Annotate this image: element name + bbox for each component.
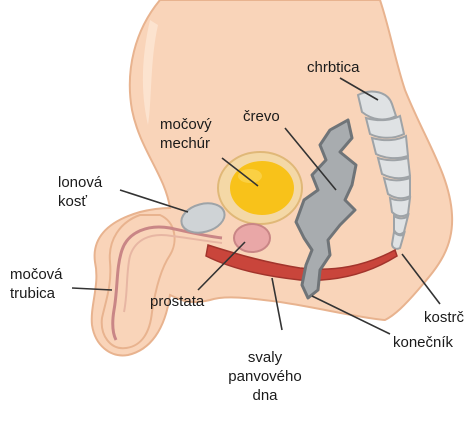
label-mocova-trubica-1: močová: [10, 266, 63, 283]
bladder: [230, 161, 294, 215]
label-lonova-kost-2: kosť: [58, 193, 87, 210]
bladder-highlight: [238, 169, 262, 183]
label-prostata: prostata: [150, 293, 205, 310]
label-crevo: črevo: [243, 108, 280, 125]
label-mocovy-mechur-2: mechúr: [160, 135, 210, 152]
label-lonova-kost-1: lonová: [58, 174, 103, 191]
label-mocovy-mechur-1: močový: [160, 116, 212, 133]
label-chrbtica: chrbtica: [307, 59, 360, 76]
label-mocova-trubica-2: trubica: [10, 285, 56, 302]
label-konecnik: konečník: [393, 334, 454, 351]
label-svaly-1: svaly: [248, 349, 283, 366]
label-kostrc: kostrč: [424, 309, 465, 326]
label-svaly-3: dna: [252, 387, 278, 404]
label-svaly-2: panvového: [228, 368, 301, 385]
